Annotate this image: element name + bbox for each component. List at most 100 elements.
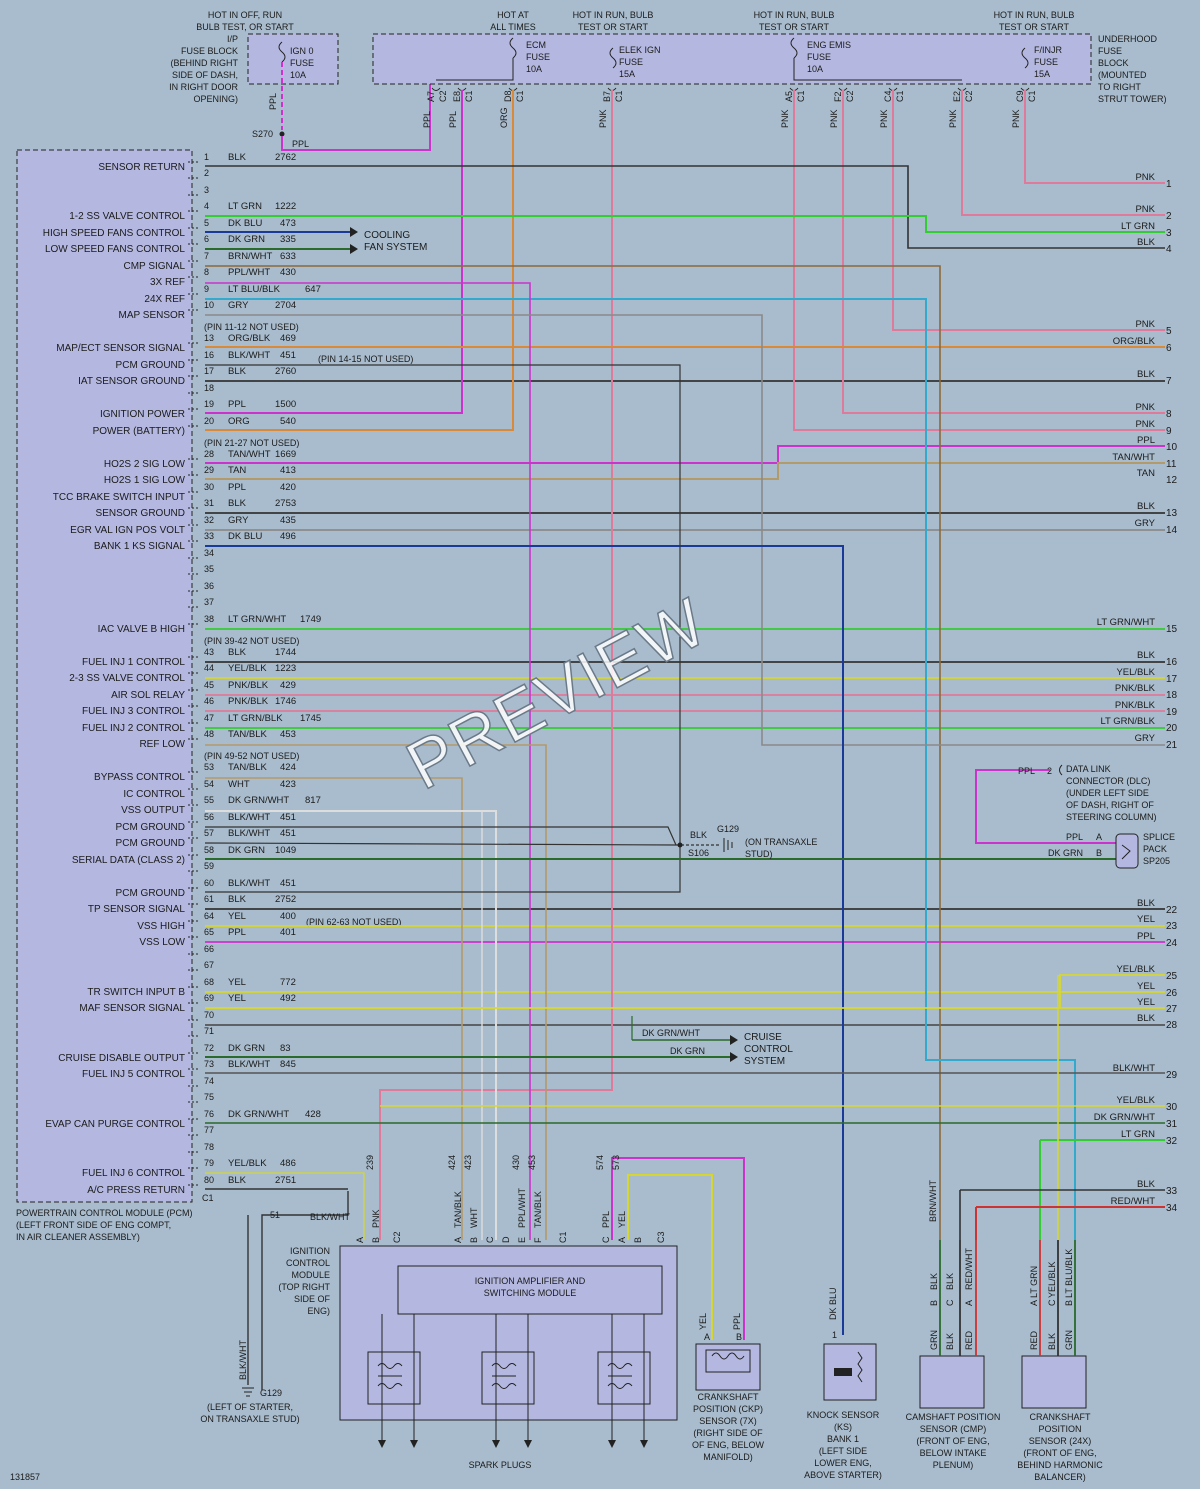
ckp24x-name-4: (FRONT OF ENG, [1023, 1448, 1096, 1458]
icm-name-6: ENG) [308, 1306, 331, 1316]
dlc-line-3: (UNDER LEFT SIDE [1066, 788, 1149, 798]
icm-name-3: MODULE [291, 1270, 330, 1280]
right-terminal-wire: BLK [1137, 898, 1156, 909]
pcm-pin-number: 20 [204, 416, 214, 426]
pcm-pin-wire-color: DK GRN [228, 1043, 265, 1054]
cmp-name-4: BELOW INTAKE [920, 1448, 987, 1458]
pcm-pin-wire-color: PPL [228, 927, 246, 938]
s106-label: S106 [688, 848, 709, 858]
knock-name-2: (KS) [834, 1422, 852, 1432]
pcm-pin-label: REF LOW [139, 739, 185, 750]
pcm-pin-number: 43 [204, 647, 214, 657]
pcm-pin-wire-color: BLK [228, 498, 247, 509]
ecm-fuse-word: FUSE [526, 52, 550, 62]
pcm-pin-circuit: 486 [280, 1158, 296, 1169]
pcm-pin-number: 5 [204, 218, 209, 228]
pcm-pin-number: 65 [204, 927, 214, 937]
knock-name-4: (LEFT SIDE [819, 1446, 867, 1456]
pcm-pin-label: IAC VALVE B HIGH [98, 624, 185, 635]
pcm-pin-label: FUEL INJ 5 CONTROL [82, 1069, 185, 1080]
pcm-pin-number: 69 [204, 993, 214, 1003]
ecm-fuse-symbol [509, 37, 517, 59]
pcm-pin-wire-color: BLK/WHT [228, 812, 270, 823]
pcm-pin-circuit: 2760 [275, 366, 296, 377]
pcm-pin-label: IAT SENSOR GROUND [78, 376, 185, 387]
pcm-pin-number: 7 [204, 251, 209, 261]
pcm-pin-circuit: 1745 [300, 713, 321, 724]
ecm-fuse-header-1: HOT AT [497, 10, 529, 20]
pcm-pin-label: IC CONTROL [123, 789, 185, 800]
pcm-pin-circuit: 647 [305, 284, 321, 295]
right-terminal-number: 31 [1166, 1119, 1178, 1130]
pcm-pin-number: 38 [204, 614, 214, 624]
pcm-pin-row: 2 [188, 168, 209, 179]
cmp-name-1: CAMSHAFT POSITION [906, 1412, 1001, 1422]
pcm-pin-label: PCM GROUND [116, 360, 185, 371]
icm-connector-pin: A [355, 1237, 365, 1243]
right-terminal-number: 7 [1166, 376, 1172, 387]
cmp-name-2: SENSOR (CMP) [920, 1424, 987, 1434]
ignition-coil [597, 1314, 651, 1448]
pcm-pin-wire-color: ORG [228, 416, 250, 427]
g129-label: G129 [717, 824, 739, 834]
pcm-pin-label: SERIAL DATA (CLASS 2) [72, 855, 185, 866]
finjr-fuse-word: FUSE [1034, 57, 1058, 67]
right-terminal-wire: DK GRN/WHT [1094, 1112, 1155, 1123]
pcm-pin-circuit: 1222 [275, 201, 296, 212]
icm-pin-wire: PPL/WHT [517, 1187, 527, 1228]
pcm-pin-label: VSS OUTPUT [121, 805, 185, 816]
right-terminal-number: 12 [1166, 475, 1178, 486]
right-terminal-number: 11 [1166, 459, 1177, 470]
icm-pin-wire: WHT [469, 1207, 479, 1228]
pcm-pin-number: 32 [204, 515, 214, 525]
right-terminal-number: 9 [1166, 426, 1172, 437]
pcm-pin-number: 6 [204, 234, 209, 244]
pcm-pin-label: TCC BRAKE SWITCH INPUT [53, 492, 185, 503]
icm-pin-letter: D [501, 1236, 511, 1243]
right-terminal-number: 29 [1166, 1070, 1178, 1081]
icm-pin-circuit: 239 [365, 1155, 375, 1170]
underhood-block-line-1: UNDERHOOD [1098, 34, 1158, 44]
pcm-pin-circuit: 428 [305, 1109, 321, 1120]
pcm-pin-label: FUEL INJ 6 CONTROL [82, 1168, 185, 1179]
pcm-pin-number: 45 [204, 680, 214, 690]
elek-fuse-word: FUSE [619, 57, 643, 67]
pcm-pin-circuit: 1049 [275, 845, 296, 856]
pcm-pin-circuit: 473 [280, 218, 296, 229]
fuse-terminal-pin: F2 [833, 91, 843, 102]
pcm-pin-row: 74 [188, 1076, 214, 1087]
pcm-pin-wire-color: BLK [228, 1175, 247, 1186]
pcm-pin-wire-color: DK GRN [228, 845, 265, 856]
icm-pin-letter: A [355, 1237, 365, 1243]
pcm-pin-circuit: 496 [280, 531, 296, 542]
ckp24x-name-6: BALANCER) [1034, 1472, 1086, 1482]
right-terminal-wire: GRY [1135, 733, 1156, 744]
right-terminal-wire: PNK [1135, 419, 1155, 430]
pcm-pin-circuit: 1669 [275, 449, 296, 460]
pcm-pin-label: SENSOR GROUND [96, 508, 185, 519]
fuse-terminal-wire: PNK [780, 109, 790, 128]
pcm-pin-label: FUEL INJ 2 CONTROL [82, 723, 185, 734]
icm-pin-circuit: 430 [511, 1155, 521, 1170]
icm-pin-wire: PNK [371, 1209, 381, 1228]
elek-fuse-symbol [609, 47, 617, 69]
ecm-fuse-header-2: ALL TIMES [490, 22, 536, 32]
pcm-pin-circuit: 540 [280, 416, 296, 427]
ip-fuse-block-line-5: IN RIGHT DOOR [169, 82, 238, 92]
right-terminal-number: 30 [1166, 1102, 1178, 1113]
underhood-block-line-2: FUSE [1098, 46, 1122, 56]
pcm-pin-label: FUEL INJ 1 CONTROL [82, 657, 185, 668]
icm-pin-circuit: 423 [463, 1155, 473, 1170]
cmp-wire-bot-3: RED [964, 1330, 974, 1350]
s270-splice-dot [279, 131, 285, 137]
ckp24x-wire-bot-3: GRN [1064, 1330, 1074, 1350]
ip-fuse-block-line-1: I/P [227, 34, 238, 44]
